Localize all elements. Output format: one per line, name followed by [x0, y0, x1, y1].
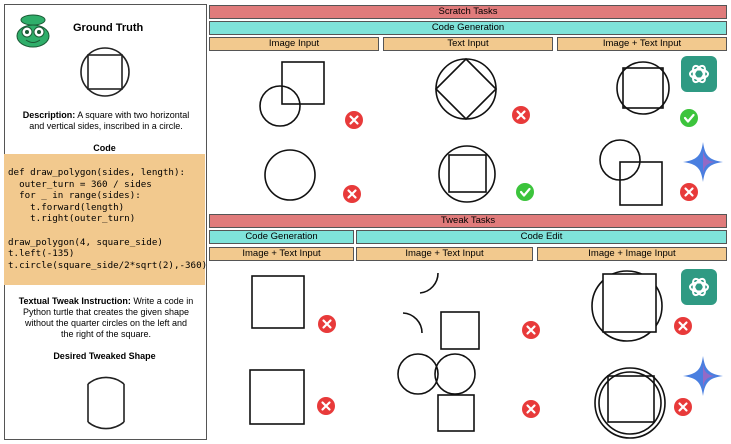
- tweak-col-image-image-input: Image + Image Input: [537, 247, 727, 261]
- scratch-col-image-text-input: Image + Text Input: [557, 37, 727, 51]
- scratch-image-input-result-2: [264, 149, 316, 201]
- code-line: outer_turn = 360 / sides: [8, 178, 152, 190]
- code-line: for _ in range(sides):: [8, 190, 141, 202]
- correct-icon: [678, 107, 700, 129]
- code-line: def draw_polygon(sides, length):: [8, 167, 186, 178]
- code-block: def draw_polygon(sides, length): outer_t…: [4, 154, 208, 285]
- gpt-icon: [680, 55, 718, 93]
- wrong-icon: [510, 104, 532, 126]
- ground-truth-shape: [80, 47, 130, 97]
- tweak-codegen-result-1: [251, 275, 305, 329]
- code-heading: Code: [93, 143, 116, 153]
- tweak-col-image-text-input-1: Image + Text Input: [209, 247, 354, 261]
- code-line: t.forward(length): [8, 201, 125, 213]
- tweak-codeedit-image-image-result-1: [591, 270, 663, 342]
- wrong-icon: [672, 315, 694, 337]
- scratch-col-image-input: Image Input: [209, 37, 379, 51]
- wrong-icon: [343, 109, 365, 131]
- tweak-tasks-header: Tweak Tasks: [209, 214, 727, 228]
- tweak-codeedit-image-image-result-2: [594, 367, 666, 439]
- code-line: t.left(-135): [8, 248, 75, 260]
- desired-tweaked-shape: [87, 376, 125, 430]
- scratch-text-input-result-2: [438, 145, 496, 203]
- code-line: t.right(outer_turn): [8, 213, 136, 225]
- wrong-icon: [315, 395, 337, 417]
- scratch-col-text-input: Text Input: [383, 37, 553, 51]
- wrong-icon: [316, 313, 338, 335]
- instruction-text: Write a code in Python turtle that creat…: [22, 296, 194, 339]
- wrong-icon: [520, 319, 542, 341]
- gpt-icon: [680, 268, 718, 306]
- scratch-code-generation-header: Code Generation: [209, 21, 727, 35]
- code-line: t.circle(square_side/2*sqrt(2),-360): [8, 259, 208, 271]
- instruction-label: Textual Tweak Instruction:: [18, 296, 131, 306]
- scratch-text-input-result-1: [434, 57, 498, 121]
- scratch-image-text-result-2: [599, 139, 663, 206]
- gemini-icon: [683, 142, 723, 182]
- ground-truth-title: Ground Truth: [73, 22, 144, 34]
- code-line: draw_polygon(4, square_side): [8, 236, 163, 248]
- tweak-codegen-result-2: [249, 369, 305, 425]
- description-label: Description:: [22, 110, 76, 120]
- desired-heading: Desired Tweaked Shape: [53, 351, 156, 361]
- tweak-code-generation-header: Code Generation: [209, 230, 354, 244]
- scratch-tasks-header: Scratch Tasks: [209, 5, 727, 19]
- wrong-icon: [520, 398, 542, 420]
- scratch-image-input-result-1: [259, 61, 325, 127]
- description: Description: A square with two horizonta…: [16, 110, 196, 132]
- tweak-codeedit-image-text-result-2: [397, 353, 476, 432]
- tweak-instruction: Textual Tweak Instruction: Write a code …: [18, 296, 194, 340]
- robot-mascot-icon: [16, 14, 50, 48]
- description-text: A square with two horizontal and vertica…: [29, 110, 190, 131]
- scratch-image-text-result-1: [616, 61, 670, 115]
- wrong-icon: [672, 396, 694, 418]
- tweak-col-image-text-input-2: Image + Text Input: [356, 247, 533, 261]
- correct-icon: [514, 181, 536, 203]
- gemini-icon: [683, 356, 723, 396]
- tweak-code-edit-header: Code Edit: [356, 230, 727, 244]
- tweak-codeedit-image-text-result-1: [402, 272, 480, 350]
- wrong-icon: [341, 183, 363, 205]
- wrong-icon: [678, 181, 700, 203]
